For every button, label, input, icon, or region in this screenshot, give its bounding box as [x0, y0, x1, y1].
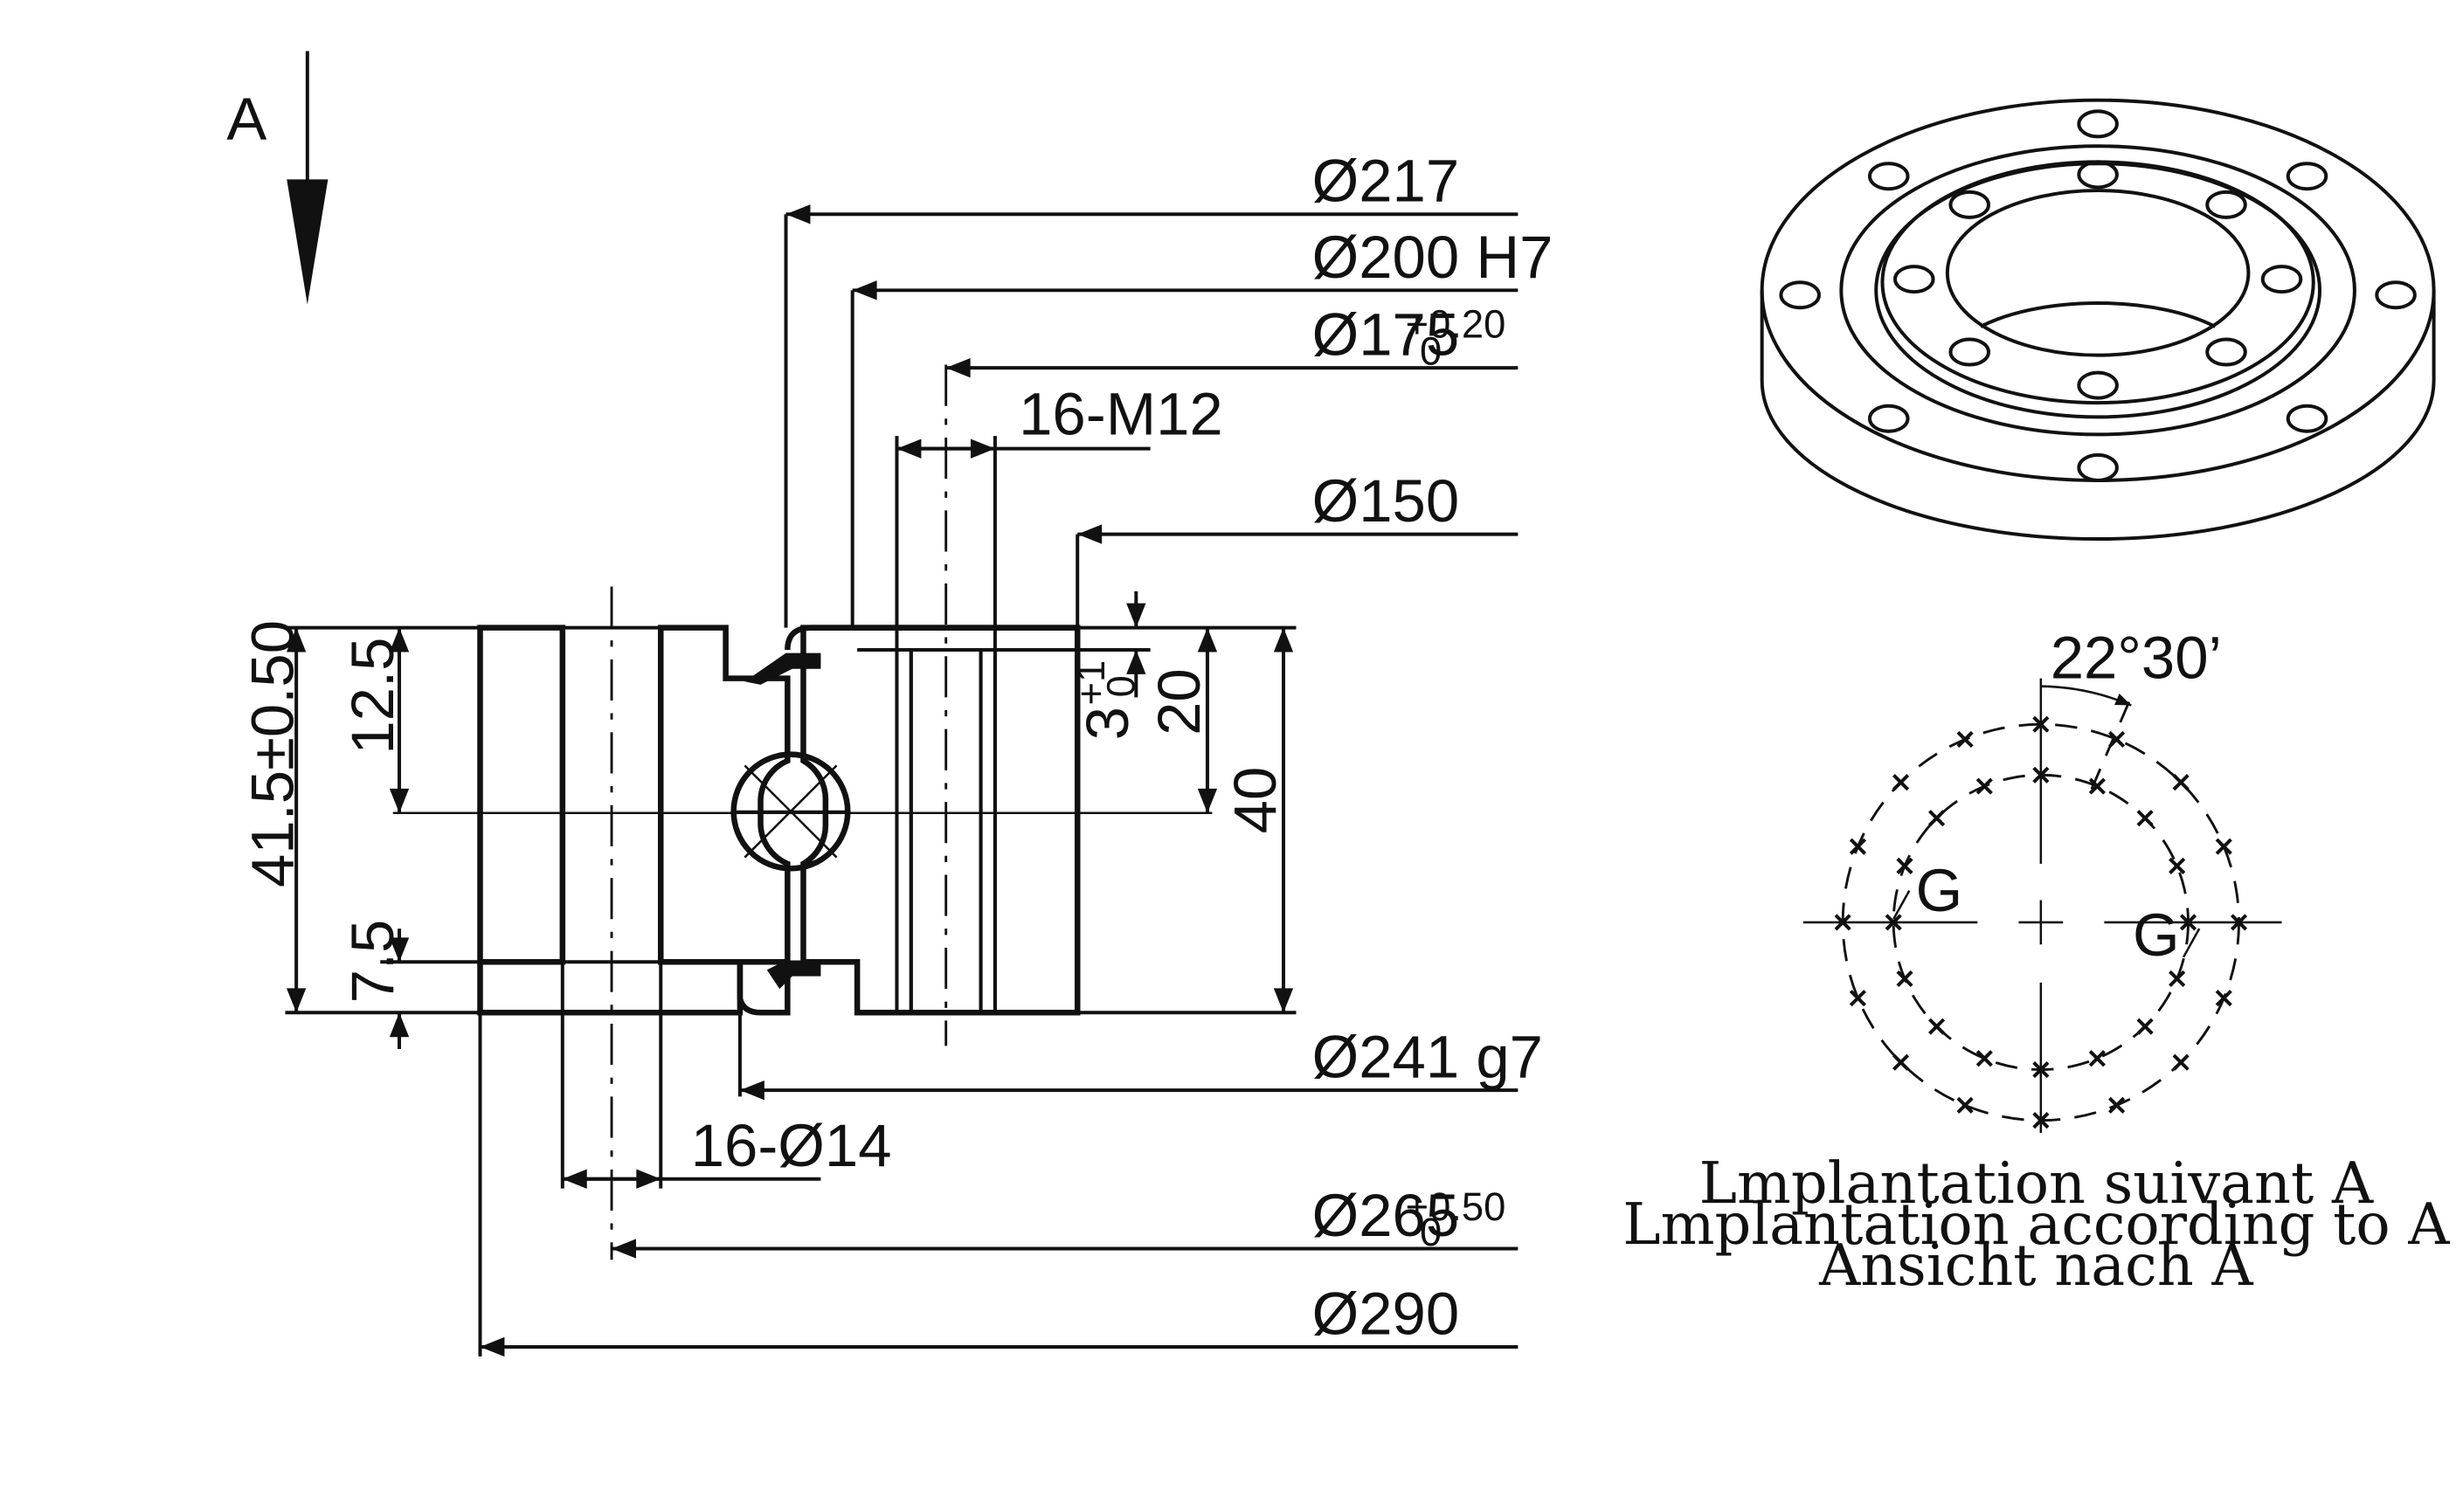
caption-de: Ansicht nach A	[1818, 1232, 2253, 1299]
dim-h20: 20	[1145, 668, 1213, 735]
caption-en: Lmplantation according to A	[1622, 1191, 2450, 1258]
bottom-dimension-lines: Ø241 g7 16-Ø14 Ø265 +0.50 0 Ø290	[478, 962, 1543, 1357]
layout-angle-label: 22°30’	[2051, 625, 2222, 692]
dim-d175-tol-upper: +0.20	[1406, 302, 1506, 347]
hole-layout-view: 22°30’ G G Lmplantation suivant A Lmplan…	[1622, 625, 2450, 1300]
hole-marker	[2136, 1018, 2154, 1035]
hole-marker	[1849, 838, 1866, 855]
isometric-bearing-view	[1760, 98, 2436, 542]
layout-g-right: G	[2133, 901, 2180, 969]
view-label-a: A	[226, 86, 266, 153]
hole-marker	[1896, 857, 1913, 874]
hole-marker	[1956, 1096, 1974, 1114]
dim-d241: Ø241 g7	[1312, 1024, 1543, 1091]
hole-marker	[2088, 1050, 2106, 1067]
bottom-seal	[766, 960, 821, 990]
hole-marker	[2136, 810, 2154, 827]
hole-marker	[2088, 777, 2106, 795]
hole-marker	[1892, 1053, 1910, 1071]
right-height-dimensions: 3 +1 0 20 40	[1069, 590, 1297, 1015]
hole-markers	[1834, 715, 2248, 1129]
hole-marker	[2172, 1053, 2190, 1071]
dim-h40: 40	[1221, 767, 1289, 834]
hole-marker	[1892, 774, 1910, 791]
caption-fr: Lmplantation suivant A	[1699, 1150, 2374, 1217]
hole-marker	[1975, 777, 1993, 795]
dim-d290: Ø290	[1312, 1280, 1460, 1347]
dim-d265-tol-upper: +0.50	[1406, 1184, 1506, 1229]
dim-d265-tol-lower: 0	[1420, 1210, 1442, 1254]
dim-h125: 12.5	[339, 638, 406, 755]
dim-m12: 16-M12	[1019, 380, 1223, 447]
outer-ring-raceway-section	[657, 625, 791, 965]
hole-marker	[1849, 990, 1866, 1007]
dim-h75: 7.5	[339, 920, 406, 1004]
hole-marker	[1928, 810, 1946, 827]
dim-h3-tol-upper: +1	[1069, 660, 1113, 706]
hole-marker	[2108, 730, 2126, 749]
hole-marker	[2179, 914, 2197, 931]
dim-h3: 3	[1074, 707, 1141, 740]
outer-ring-left-section	[477, 625, 566, 965]
hole-marker	[2215, 838, 2232, 855]
layout-g-left: G	[1916, 857, 1963, 924]
hole-marker	[2032, 766, 2050, 784]
top-dimension-lines: Ø217 Ø200 H7 Ø175 +0.20 0 16-M12 Ø150	[784, 148, 1553, 650]
outer-flange-holes	[1779, 109, 2417, 482]
hole-marker	[2169, 970, 2186, 988]
hole-marker	[2230, 914, 2248, 931]
hole-marker	[1896, 970, 1913, 988]
hole-marker	[2215, 990, 2232, 1007]
inner-ring-holes	[1893, 160, 2303, 400]
hole-marker	[1956, 730, 1974, 749]
dim-d175-tol-lower: 0	[1420, 329, 1442, 374]
dim-d217: Ø217	[1312, 148, 1460, 215]
hole-marker	[1834, 914, 1851, 931]
hole-marker	[2032, 1061, 2050, 1079]
hole-marker	[1928, 1018, 1946, 1035]
hole-marker	[2032, 1112, 2050, 1129]
hole-marker	[2172, 774, 2190, 791]
hole-marker	[1975, 1050, 1993, 1067]
left-height-dimensions: 41.5±0.50 12.5 7.5	[239, 620, 481, 1050]
hole-marker	[2108, 1096, 2126, 1114]
hole-marker	[2032, 715, 2050, 733]
dim-d175: Ø175	[1312, 301, 1460, 369]
hole-marker	[2169, 857, 2186, 874]
dim-d150: Ø150	[1312, 467, 1460, 535]
dim-holes14: 16-Ø14	[691, 1112, 892, 1179]
hole-marker	[1885, 914, 1902, 931]
dim-h3-tol-lower: 0	[1099, 675, 1144, 697]
dim-h415: 41.5±0.50	[239, 620, 307, 887]
ball	[730, 751, 851, 872]
bearing-cross-section	[392, 364, 1213, 1260]
view-arrow-a: A	[226, 51, 329, 305]
dim-d265: Ø265	[1312, 1182, 1460, 1249]
top-seal	[744, 652, 821, 685]
dim-d200: Ø200 H7	[1312, 224, 1553, 291]
inner-ring-section	[800, 625, 1081, 1016]
